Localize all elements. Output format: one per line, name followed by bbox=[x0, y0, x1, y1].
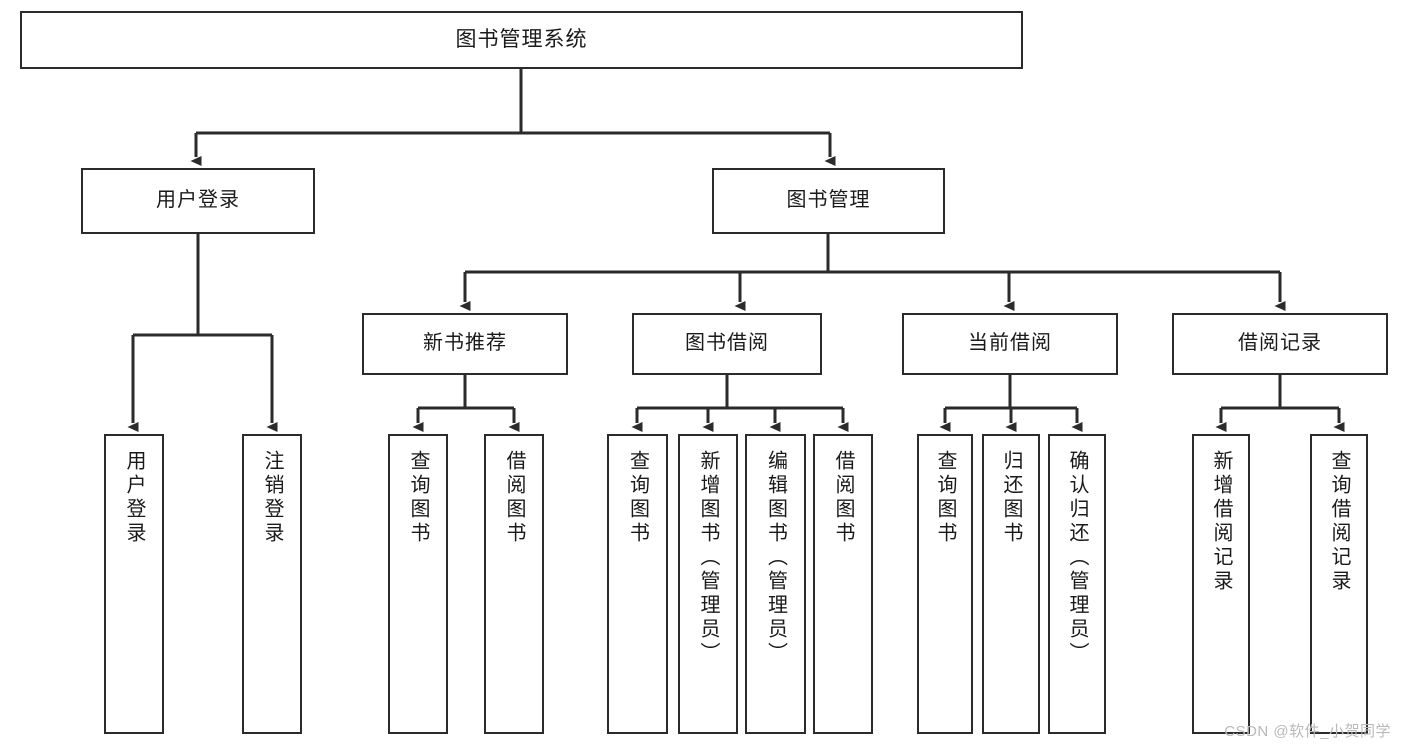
leaf-node[interactable]: 查询图书 bbox=[917, 434, 973, 734]
leaf-node[interactable]: 确认归还（管理员） bbox=[1048, 434, 1106, 734]
node-book-management-label: 图书管理 bbox=[786, 189, 871, 212]
node-current-borrow[interactable]: 当前借阅 bbox=[902, 313, 1118, 375]
node-user-login-label: 用户登录 bbox=[156, 189, 240, 212]
leaf-node-label: 查询图书 bbox=[934, 450, 956, 546]
leaf-node[interactable]: 查询图书 bbox=[388, 434, 448, 734]
node-book-management[interactable]: 图书管理 bbox=[712, 168, 945, 234]
node-book-borrow-label: 图书借阅 bbox=[685, 332, 769, 355]
node-new-book-recommend[interactable]: 新书推荐 bbox=[362, 313, 568, 375]
leaf-node[interactable]: 查询图书 bbox=[607, 434, 668, 734]
leaf-node[interactable]: 新增图书（管理员） bbox=[678, 434, 738, 734]
node-user-login[interactable]: 用户登录 bbox=[81, 168, 315, 234]
leaf-node[interactable]: 查询借阅记录 bbox=[1310, 434, 1368, 734]
leaf-node-label: 查询图书 bbox=[626, 450, 649, 546]
leaf-node-label: 新增图书（管理员） bbox=[697, 450, 719, 666]
leaf-node-label: 注销登录 bbox=[261, 450, 283, 546]
leaf-node[interactable]: 借阅图书 bbox=[813, 434, 873, 734]
node-borrow-record[interactable]: 借阅记录 bbox=[1172, 313, 1388, 375]
leaf-node-label: 确认归还（管理员） bbox=[1066, 450, 1088, 666]
watermark: CSDN @软件_小贺同学 bbox=[1224, 723, 1391, 740]
node-borrow-record-label: 借阅记录 bbox=[1238, 332, 1322, 355]
node-new-book-recommend-label: 新书推荐 bbox=[423, 332, 507, 355]
node-root-label: 图书管理系统 bbox=[455, 27, 588, 51]
leaf-node-label: 新增借阅记录 bbox=[1210, 450, 1232, 594]
node-root[interactable]: 图书管理系统 bbox=[20, 11, 1023, 69]
leaf-node[interactable]: 编辑图书（管理员） bbox=[745, 434, 806, 734]
leaf-node-label: 编辑图书（管理员） bbox=[764, 450, 787, 666]
leaf-node[interactable]: 用户登录 bbox=[104, 434, 164, 734]
leaf-node-label: 归还图书 bbox=[1000, 450, 1022, 546]
leaf-node-label: 用户登录 bbox=[123, 450, 145, 546]
node-current-borrow-label: 当前借阅 bbox=[968, 332, 1052, 355]
leaf-node[interactable]: 借阅图书 bbox=[484, 434, 544, 734]
leaf-node-label: 查询图书 bbox=[407, 450, 429, 546]
leaf-node-label: 借阅图书 bbox=[832, 450, 854, 546]
leaf-node[interactable]: 归还图书 bbox=[982, 434, 1040, 734]
leaf-node-label: 查询借阅记录 bbox=[1328, 450, 1350, 594]
leaf-node[interactable]: 新增借阅记录 bbox=[1192, 434, 1250, 734]
leaf-node-label: 借阅图书 bbox=[503, 450, 525, 546]
leaf-node[interactable]: 注销登录 bbox=[242, 434, 302, 734]
node-book-borrow[interactable]: 图书借阅 bbox=[632, 313, 822, 375]
